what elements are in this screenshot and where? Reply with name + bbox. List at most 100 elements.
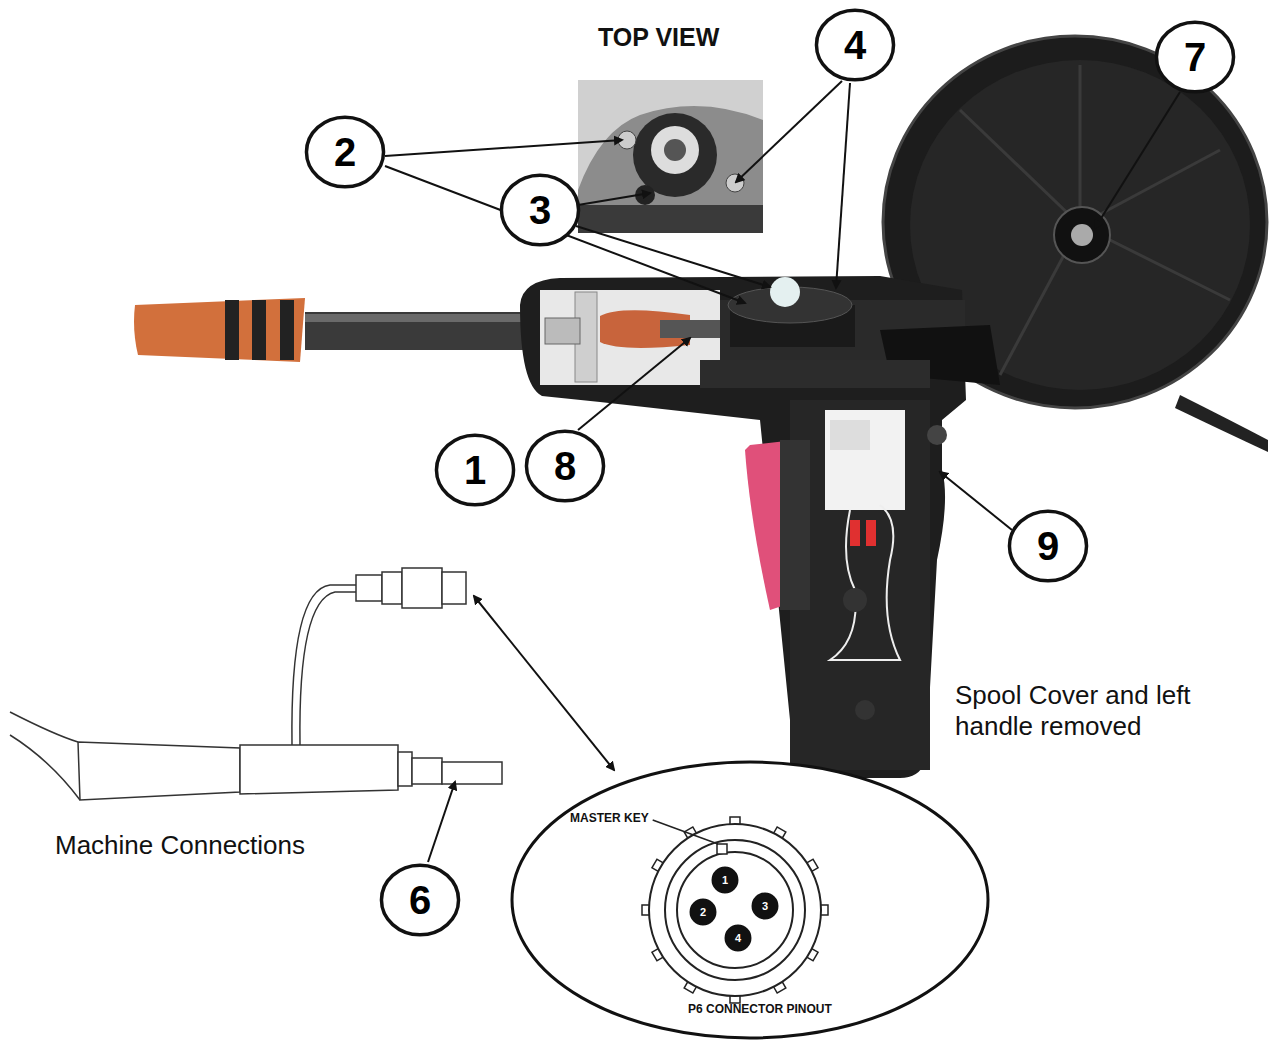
illustration-part <box>960 65 1230 375</box>
illustration-part <box>1071 224 1093 246</box>
shape-part <box>436 435 513 505</box>
shape-part <box>722 922 754 954</box>
illustration-part <box>442 762 502 784</box>
illustration-part <box>134 298 305 362</box>
illustration-part <box>576 226 770 287</box>
callout-text: 4 <box>844 25 866 65</box>
illustration-part <box>790 400 930 770</box>
illustration-part <box>940 472 1012 530</box>
illustration-part <box>660 320 730 338</box>
gun-body <box>520 276 1000 778</box>
shape-part <box>687 896 719 928</box>
double-arrow <box>474 596 614 770</box>
callout-number: 4 <box>814 8 896 82</box>
shape-part <box>649 824 821 996</box>
pin-circle: 2 <box>686 895 720 929</box>
illustration-part <box>578 205 763 233</box>
pin-number: 4 <box>735 933 741 944</box>
shape-part <box>381 865 458 935</box>
shape-part <box>1009 511 1086 581</box>
illustration-part <box>10 735 80 800</box>
illustration-part <box>960 110 1080 225</box>
shape-part <box>816 10 893 80</box>
shape-part <box>512 762 988 1038</box>
callout-number: 6 <box>379 863 461 937</box>
illustration-part <box>1175 395 1268 452</box>
nozzle <box>134 298 550 362</box>
callout-text: 2 <box>334 132 356 172</box>
illustration-part <box>385 140 622 156</box>
annotation-label: Spool Cover and left handle removed <box>955 680 1255 742</box>
callout-text: 8 <box>554 446 576 486</box>
illustration-part <box>428 782 455 862</box>
callout-number: 7 <box>1154 20 1236 94</box>
illustration-part <box>382 572 402 604</box>
pinout-label: P6 CONNECTOR PINOUT <box>688 1003 832 1015</box>
illustration-part <box>292 585 356 745</box>
machine-connections-drawing <box>10 568 502 800</box>
illustration-part <box>385 166 745 303</box>
illustration-part <box>10 712 78 742</box>
pin-circle: 3 <box>748 889 782 923</box>
pin-number: 3 <box>762 901 768 912</box>
illustration-part <box>664 139 686 161</box>
pinout-label: MASTER KEY <box>570 812 649 824</box>
callout-number: 8 <box>524 429 606 503</box>
illustration-part <box>305 314 550 322</box>
shape-part <box>709 864 741 896</box>
illustration-part <box>578 338 690 430</box>
master-key-leader <box>653 820 718 844</box>
callout-number: 1 <box>434 433 516 507</box>
annotation-label: Machine Connections <box>55 830 305 861</box>
illustration-part <box>825 410 905 510</box>
illustration-part <box>1054 207 1110 263</box>
illustration-part <box>866 520 876 546</box>
master-key-notch <box>717 844 727 854</box>
pin-circle: 4 <box>721 921 755 955</box>
illustration-part <box>356 575 382 601</box>
shape-part <box>501 175 578 245</box>
callout-text: 3 <box>529 190 551 230</box>
shape-part <box>1156 22 1233 92</box>
pin-circle: 1 <box>708 863 742 897</box>
illustration-part <box>780 440 810 610</box>
illustration-part <box>578 193 650 205</box>
illustration-part <box>252 300 266 360</box>
shape-part <box>749 890 781 922</box>
illustration-part <box>300 592 356 745</box>
illustration-part <box>402 568 442 608</box>
illustration-part <box>770 277 800 307</box>
illustration-part <box>398 752 412 786</box>
shape-part <box>665 840 805 980</box>
shape-part <box>306 117 383 187</box>
callout-text: 7 <box>1184 37 1206 77</box>
illustration-part <box>280 300 294 360</box>
callout-number: 3 <box>499 173 581 247</box>
illustration-part <box>240 745 398 794</box>
shape-part <box>677 852 793 968</box>
illustration-part <box>442 572 466 604</box>
illustration-part <box>850 520 860 546</box>
illustration-part <box>305 312 550 350</box>
callout-number: 2 <box>304 115 386 189</box>
top-view-photo <box>578 80 763 233</box>
illustration-part <box>545 318 580 344</box>
callout-text: 9 <box>1037 526 1059 566</box>
callout-text: 1 <box>464 450 486 490</box>
leader-lines <box>385 81 1180 862</box>
illustration-part <box>927 425 947 445</box>
illustration-part <box>830 505 900 660</box>
illustration-part <box>1095 92 1180 228</box>
illustration-part <box>736 81 842 182</box>
pin-number: 1 <box>722 875 728 886</box>
illustration-part <box>578 80 763 190</box>
annotation-label: TOP VIEW <box>598 22 719 52</box>
illustration-part <box>78 742 240 800</box>
connector-pinout-oval: MASTER KEY P6 CONNECTOR PINOUT 12 3 4 <box>510 760 990 1040</box>
illustration-part <box>855 700 875 720</box>
illustration-part <box>836 83 850 288</box>
illustration-part <box>412 758 442 784</box>
illustration-part <box>651 126 699 174</box>
illustration-part <box>843 588 867 612</box>
